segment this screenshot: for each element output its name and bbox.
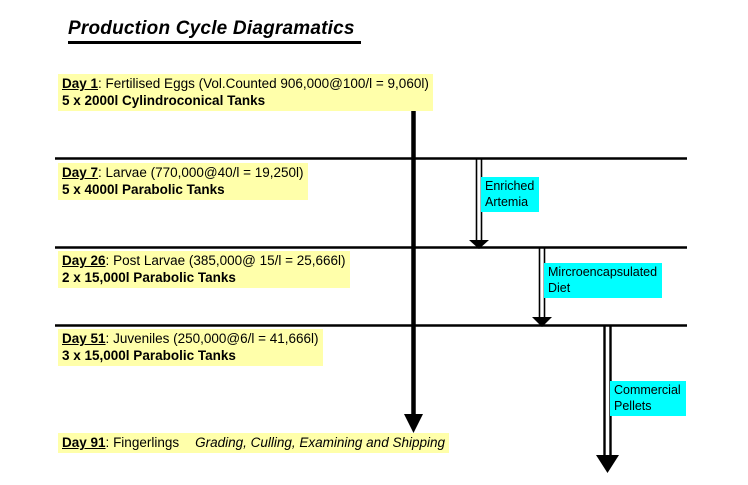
feed-line-1: Enriched [485,179,535,193]
feed-line-2: Artemia [485,195,529,209]
main-timeline-arrowhead [404,414,423,433]
stage-block-day-7: Day 7: Larvae (770,000@40/l = 19,250l) 5… [58,163,308,200]
day-separator: : [105,253,114,268]
day-separator: : [98,76,106,91]
day-label: Day 1 [62,76,99,91]
stage-line-primary: Day 91: Fingerlings Grading, Culling, Exa… [62,434,445,451]
stage-description: Larvae (770,000@40/l = 19,250l) [105,165,304,180]
stage-block-day-26: Day 26: Post Larvae (385,000@ 15/l = 25,… [58,251,350,288]
day-separator: : [98,165,106,180]
feed-line-2: Pellets [614,399,652,413]
feed-label-microencapsulated-diet: Mircroencapsulated Diet [544,263,663,298]
day-label: Day 51 [62,331,106,346]
day-label: Day 26 [62,253,106,268]
page-title: Production Cycle Diagramatics [68,18,355,39]
stage-description: Juveniles (250,000@6/l = 41,666l) [113,331,319,346]
artemia-arrowhead [469,240,489,249]
day-separator: : [105,435,114,450]
stage-line-primary: Day 51: Juveniles (250,000@6/l = 41,666l… [62,330,319,347]
feed-line-1: Commercial [614,383,681,397]
day-label: Day 7 [62,165,99,180]
stage-line-primary: Day 7: Larvae (770,000@40/l = 19,250l) [62,164,304,181]
title-underline [68,41,361,44]
stage-tanks: 3 x 15,000l Parabolic Tanks [62,348,236,363]
feed-line-2: Diet [548,281,571,295]
stage-line-primary: Day 26: Post Larvae (385,000@ 15/l = 25,… [62,252,346,269]
stage-tanks: 2 x 15,000l Parabolic Tanks [62,270,236,285]
diet-arrowhead [532,317,552,327]
day-label: Day 91 [62,435,106,450]
feed-line-1: Mircroencapsulated [548,265,658,279]
day-separator: : [105,331,114,346]
stage-block-day-91: Day 91: Fingerlings Grading, Culling, Exa… [58,433,449,453]
stage-line-primary: Day 1: Fertilised Eggs (Vol.Counted 906,… [62,75,429,92]
stage-tanks: 5 x 4000l Parabolic Tanks [62,182,225,197]
stage-note: Grading, Culling, Examining and Shipping [195,435,445,450]
feed-label-enriched-artemia: Enriched Artemia [481,177,540,212]
stage-description: Post Larvae (385,000@ 15/l = 25,666l) [113,253,346,268]
stage-description: Fertilised Eggs (Vol.Counted 906,000@100… [105,76,429,91]
stage-block-day-1: Day 1: Fertilised Eggs (Vol.Counted 906,… [58,74,433,111]
stage-tanks: 5 x 2000l Cylindroconical Tanks [62,93,266,108]
stage-description: Fingerlings [113,435,180,450]
feed-label-commercial-pellets: Commercial Pellets [610,381,686,416]
stage-block-day-51: Day 51: Juveniles (250,000@6/l = 41,666l… [58,329,323,366]
pellets-arrowhead [596,455,619,473]
